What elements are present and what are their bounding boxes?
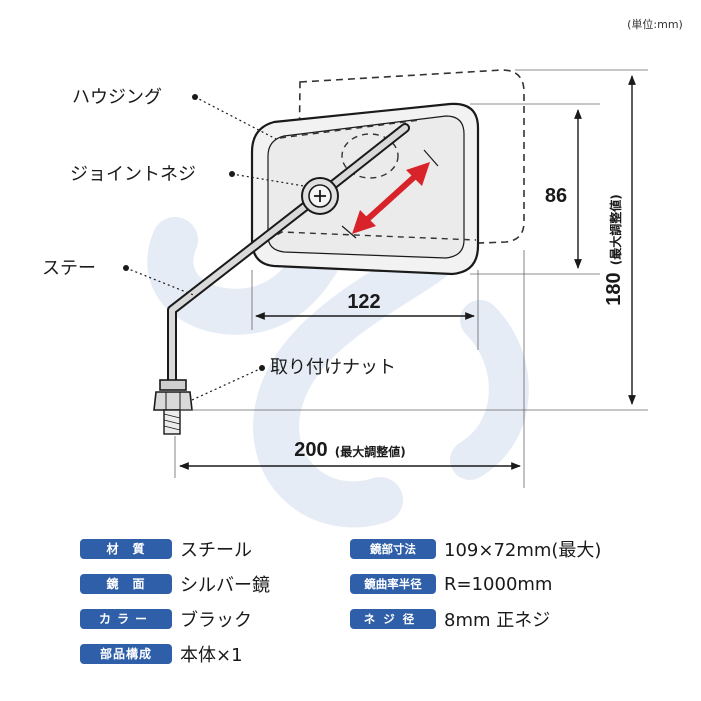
mount-nut xyxy=(153,379,193,435)
unit-note: (単位:mm) xyxy=(627,17,683,31)
spec-value: R=1000mm xyxy=(444,573,553,595)
adjust-arrow-icon xyxy=(352,162,430,234)
spec-value: スチール xyxy=(180,540,252,561)
dim-label-180: 180 xyxy=(603,272,625,305)
spec-row: 材 質 スチール xyxy=(80,534,252,564)
stay-arm xyxy=(167,123,410,390)
spec-row: カラー ブラック xyxy=(80,604,252,634)
extension-lines xyxy=(174,69,648,488)
spec-label: 部品構成 xyxy=(80,644,172,664)
spec-value: 109×72mm(最大) xyxy=(444,540,602,561)
spec-row: 鏡曲率半径 R=1000mm xyxy=(350,569,552,599)
adjust-tick-lower xyxy=(341,225,357,239)
spec-label: 鏡曲率半径 xyxy=(350,574,436,594)
spec-row: ネジ径 8mm 正ネジ xyxy=(350,604,550,634)
callout-housing: ハウジング xyxy=(72,87,162,108)
spec-label: 鏡 面 xyxy=(80,574,172,594)
joint-range-dash xyxy=(341,133,399,179)
spec-value: ブラック xyxy=(180,610,252,631)
spec-value: シルバー鏡 xyxy=(180,575,270,596)
dim-label-122: 122 xyxy=(347,291,380,313)
dim-note-200: (最大調整値) xyxy=(335,444,406,459)
spec-row: 部品構成 本体×1 xyxy=(80,639,243,669)
dim-label-200: 200 xyxy=(294,439,327,461)
callout-leader xyxy=(194,96,279,141)
spec-value: 本体×1 xyxy=(180,645,243,666)
callout-stay: ステー xyxy=(42,258,96,279)
dim-note-180: (最大調整値) xyxy=(608,194,623,265)
adjust-tick-upper xyxy=(423,149,439,167)
callout-leader xyxy=(231,173,305,187)
callout-mount-nut: 取り付けナット xyxy=(270,357,396,378)
spec-label: 材 質 xyxy=(80,539,172,559)
callout-joint-screw: ジョイントネジ xyxy=(70,164,196,185)
mirror-inner-dash xyxy=(279,119,421,139)
phillips-screw-icon xyxy=(301,177,339,215)
dim-label-180-group: 180 (最大調整値) xyxy=(603,194,625,305)
svg-text:180 (最大調整値): 180 (最大調整値) xyxy=(603,194,625,305)
spec-label: カラー xyxy=(80,609,172,629)
mirror-glass xyxy=(267,115,465,259)
dim-label-86: 86 xyxy=(545,185,567,207)
dim-label-200-group: 200 (最大調整値) xyxy=(294,439,405,461)
spec-row: 鏡 面 シルバー鏡 xyxy=(80,569,270,599)
spec-row: 鏡部寸法 109×72mm(最大) xyxy=(350,534,601,564)
callout-leader xyxy=(191,367,263,401)
spec-label: 鏡部寸法 xyxy=(350,539,436,559)
spec-value: 8mm 正ネジ xyxy=(444,610,551,631)
spec-label: ネジ径 xyxy=(350,609,436,629)
spec-table: 材 質 スチール 鏡部寸法 109×72mm(最大) 鏡 面 シルバー鏡 鏡曲率… xyxy=(80,534,680,674)
